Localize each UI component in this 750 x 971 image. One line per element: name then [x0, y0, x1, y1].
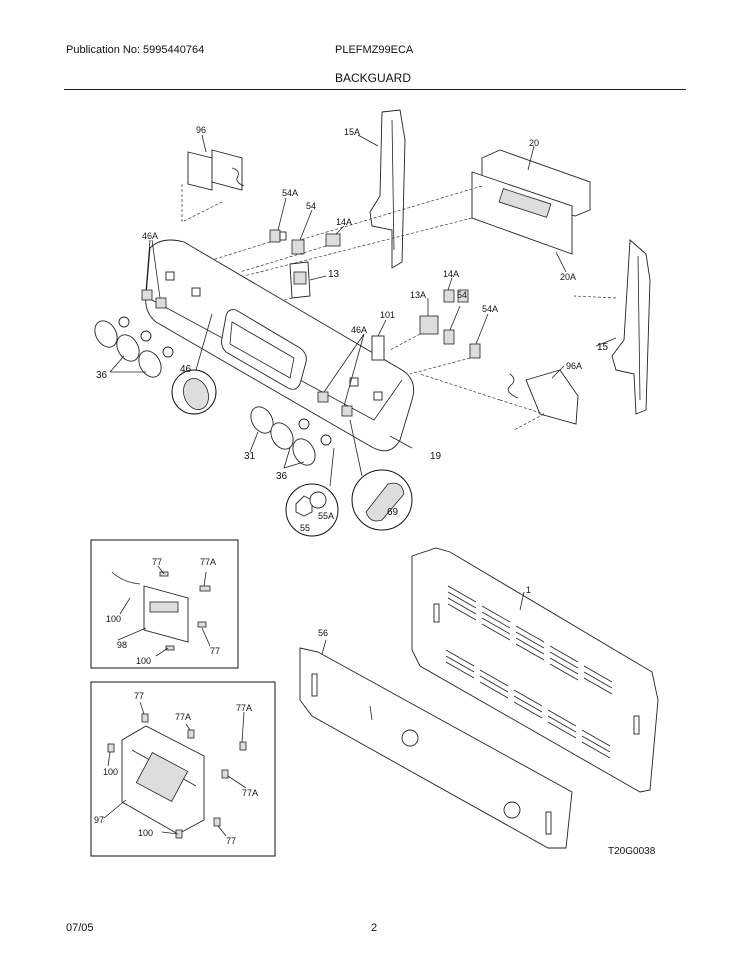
part-55-detail [285, 447, 339, 537]
header-rule [64, 89, 686, 90]
callout-14A: 14A [336, 217, 353, 227]
callout-77A-c: 77A [236, 703, 253, 713]
callout-54A: 54A [282, 188, 299, 198]
page-number: 2 [371, 922, 378, 934]
callout-77A-d: 77A [242, 788, 259, 798]
callout-96: 96 [196, 125, 207, 135]
callout-54A-right: 54A [482, 304, 499, 314]
callout-96A: 96A [566, 361, 583, 371]
part-15-side-trim [611, 239, 651, 415]
callout-31: 31 [244, 451, 256, 462]
callout-98: 98 [117, 640, 128, 650]
callout-46A-mid: 46A [351, 325, 368, 335]
callout-1: 1 [526, 585, 532, 595]
callout-77-a: 77 [152, 557, 163, 567]
part-36-knobs-left [94, 316, 174, 378]
inset-box-2 [90, 681, 276, 857]
part-31-knob [250, 406, 274, 434]
part-96A-control-board [419, 369, 579, 431]
callout-20A: 20A [560, 272, 577, 282]
callout-100-a: 100 [106, 614, 122, 624]
callout-19: 19 [430, 451, 442, 462]
callout-55: 55 [300, 523, 311, 533]
part-54-switch [291, 239, 305, 255]
part-13-bracket [289, 261, 311, 299]
callout-36-mid: 36 [276, 471, 288, 482]
callout-54: 54 [306, 201, 317, 211]
part-20-electronic-control [471, 149, 591, 255]
callout-13A: 13A [410, 290, 427, 300]
callout-77A-b: 77A [175, 712, 192, 722]
callout-46: 46 [180, 364, 192, 375]
callout-36-left: 36 [96, 370, 108, 381]
part-54-switch-right [443, 329, 455, 345]
part-96-control-board [181, 149, 245, 223]
callout-13: 13 [328, 269, 340, 280]
callout-15A: 15A [344, 127, 361, 137]
part-101-bracket [371, 335, 385, 361]
callout-14A-right: 14A [443, 269, 460, 279]
callout-97: 97 [94, 815, 105, 825]
section-title: BACKGUARD [335, 71, 412, 85]
part-36-knobs-middle [270, 418, 332, 466]
part-13A-switch [419, 315, 439, 335]
callout-77-b: 77 [210, 646, 221, 656]
callout-77-d: 77 [226, 836, 237, 846]
callout-15: 15 [597, 342, 609, 353]
callout-77A-a: 77A [200, 557, 217, 567]
callout-69: 69 [387, 507, 399, 518]
callout-20: 20 [529, 138, 540, 148]
part-46-knob-detail [171, 313, 217, 415]
part-69-detail [349, 419, 413, 531]
part-14A-switch [325, 233, 341, 247]
model-number: PLEFMZ99ECA [335, 44, 414, 56]
part-56-rear-panel [299, 647, 573, 849]
callout-100-d: 100 [138, 828, 154, 838]
callout-56: 56 [318, 628, 329, 638]
inset-box-1 [90, 539, 239, 669]
callout-101: 101 [380, 310, 396, 320]
part-19-backguard-panel [141, 239, 415, 452]
part-1-rear-cover [411, 547, 659, 793]
part-15A-side-trim [369, 109, 406, 269]
callout-100-c: 100 [103, 767, 119, 777]
callout-54-right: 54 [457, 290, 468, 300]
part-54A-switch-right [469, 343, 481, 359]
drawing-code: T20G0038 [608, 846, 656, 857]
part-54A-switch [269, 229, 287, 243]
footer-date: 07/05 [66, 922, 94, 934]
part-14A-switch-right [443, 289, 469, 303]
callout-77-c: 77 [134, 691, 145, 701]
callout-46A: 46A [142, 231, 159, 241]
callout-100-b: 100 [136, 656, 152, 666]
publication-number: Publication No: 5995440764 [66, 44, 205, 56]
callout-55A: 55A [318, 511, 335, 521]
